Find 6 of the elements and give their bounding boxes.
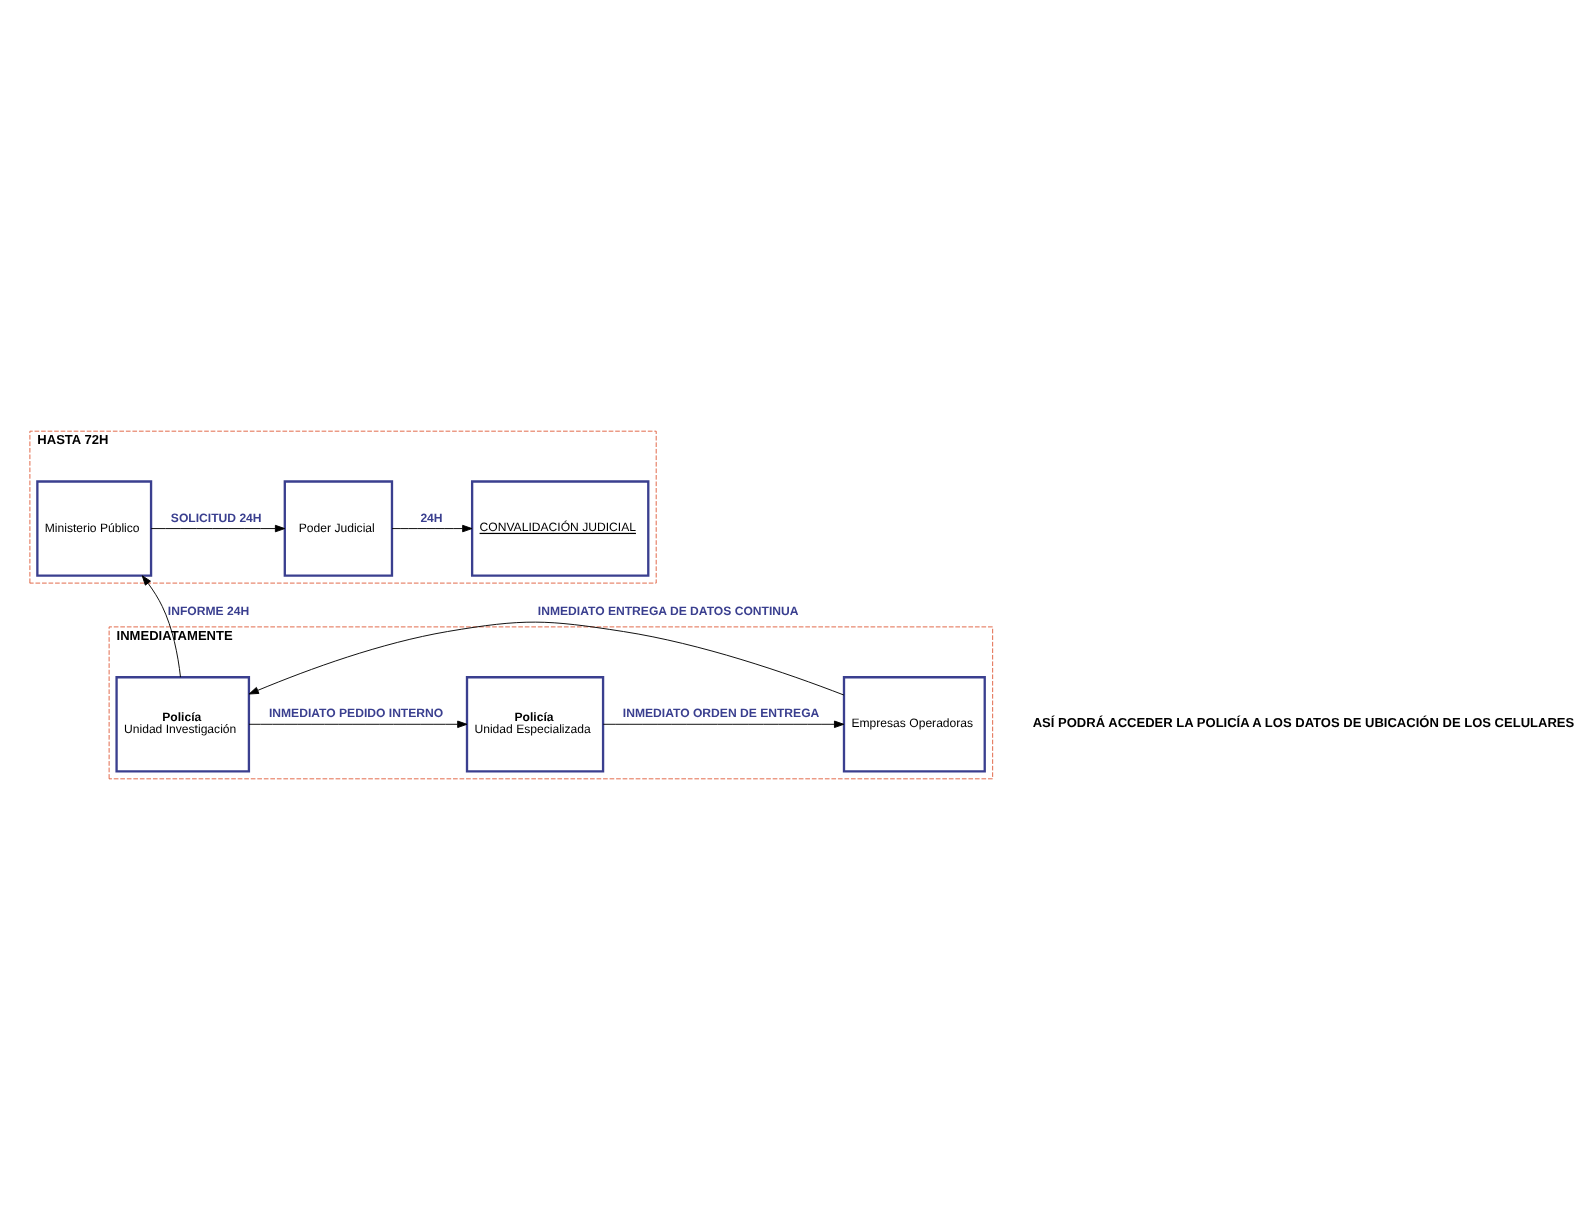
arrow [248, 720, 468, 729]
arrow [248, 621, 845, 696]
arrow [150, 524, 286, 533]
arrow [141, 575, 181, 678]
arrow [602, 720, 845, 729]
arrow [391, 524, 473, 533]
